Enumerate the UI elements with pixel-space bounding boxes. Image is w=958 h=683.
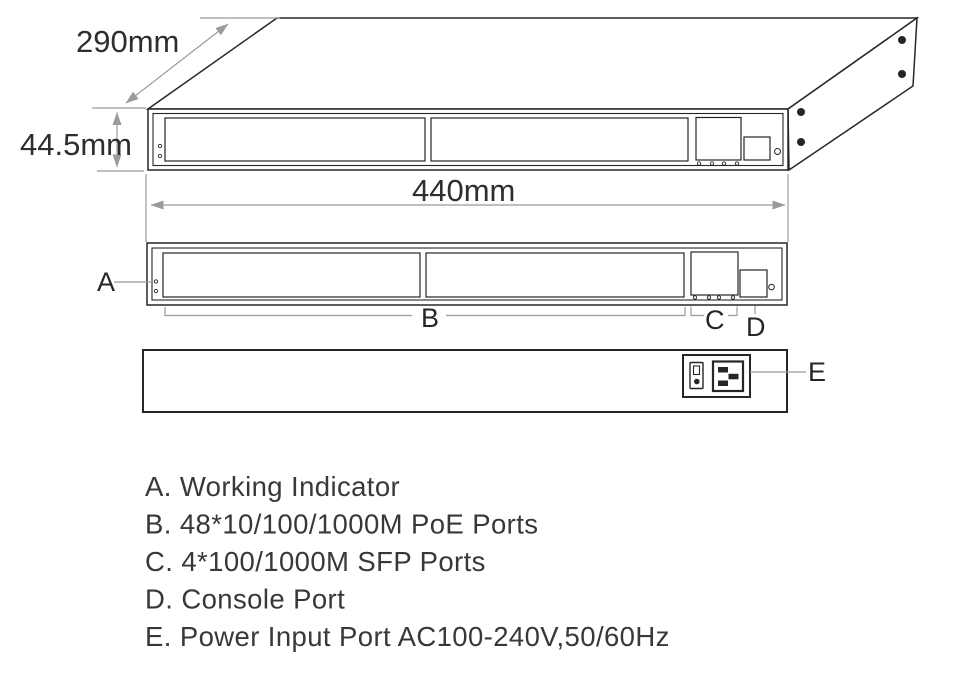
rack-ear-screw-hole bbox=[898, 36, 906, 44]
front-view: A B C D bbox=[97, 242, 788, 342]
console-port bbox=[739, 269, 768, 298]
reset-hole-3d bbox=[774, 148, 781, 155]
sfp-led bbox=[734, 161, 740, 166]
legend-item-working-indicator: A. Working Indicator bbox=[145, 471, 400, 502]
working-indicator-led bbox=[157, 143, 163, 149]
callout-e-label: E bbox=[808, 357, 826, 387]
sfp-led bbox=[721, 161, 727, 166]
ac-power-socket bbox=[711, 360, 745, 393]
poe-port-block-left-3d bbox=[164, 117, 426, 162]
sfp-led bbox=[716, 295, 722, 300]
power-switch-rocker bbox=[692, 365, 701, 376]
sfp-led bbox=[706, 295, 712, 300]
working-indicator-led bbox=[157, 153, 163, 159]
sfp-port-block-3d bbox=[695, 116, 742, 161]
sfp-led bbox=[709, 161, 715, 166]
socket-pin-slot bbox=[718, 380, 728, 386]
working-indicator-led bbox=[153, 279, 159, 284]
width-dimension-label: 440mm bbox=[412, 173, 515, 208]
poe-port-block-left bbox=[162, 252, 421, 298]
legend-item-sfp-ports: C. 4*100/1000M SFP Ports bbox=[145, 546, 486, 577]
front-panel-3d-inner-frame bbox=[152, 112, 784, 167]
rack-ear-screw-hole bbox=[797, 138, 805, 146]
power-input-module bbox=[682, 354, 751, 398]
depth-dimension-label: 290mm bbox=[76, 24, 179, 59]
poe-port-block-right bbox=[425, 252, 685, 298]
legend-item-console-port: D. Console Port bbox=[145, 584, 345, 615]
rack-ear-screw-hole bbox=[898, 70, 906, 78]
rear-view: E bbox=[142, 349, 826, 413]
callout-b-bracket bbox=[164, 307, 686, 317]
top-panel bbox=[145, 17, 920, 110]
power-switch bbox=[689, 361, 704, 390]
legend-item-poe-ports: B. 48*10/100/1000M PoE Ports bbox=[145, 509, 538, 540]
legend: A. Working Indicator B. 48*10/100/1000M … bbox=[145, 471, 670, 652]
callout-c-bracket bbox=[690, 306, 738, 317]
callout-c-label: C bbox=[705, 305, 725, 335]
sfp-led bbox=[730, 295, 736, 300]
sfp-led bbox=[696, 161, 702, 166]
front-panel-3d bbox=[147, 108, 789, 171]
callout-d-label: D bbox=[746, 312, 766, 342]
callout-b-label: B bbox=[421, 303, 439, 333]
rear-panel bbox=[142, 349, 788, 413]
legend-item-power-input: E. Power Input Port AC100-240V,50/60Hz bbox=[145, 621, 670, 652]
depth-dimension-arrow bbox=[125, 23, 229, 104]
working-indicator-led bbox=[153, 288, 159, 294]
sfp-led bbox=[692, 295, 698, 300]
power-switch-dot bbox=[694, 378, 700, 385]
poe-port-block-right-3d bbox=[430, 117, 689, 162]
socket-pin-slot bbox=[728, 373, 739, 380]
sfp-port-block bbox=[690, 251, 739, 296]
dimension-annotations: 290mm 44.5mm 440mm bbox=[20, 17, 789, 242]
rack-ear-screw-hole bbox=[797, 108, 805, 116]
console-port-3d bbox=[743, 136, 771, 161]
isometric-view bbox=[145, 16, 920, 172]
front-panel-inner-frame bbox=[151, 247, 783, 301]
reset-hole bbox=[768, 283, 775, 291]
socket-pin-slot bbox=[718, 367, 728, 373]
callout-a-label: A bbox=[97, 267, 115, 297]
height-dimension-label: 44.5mm bbox=[20, 127, 132, 162]
